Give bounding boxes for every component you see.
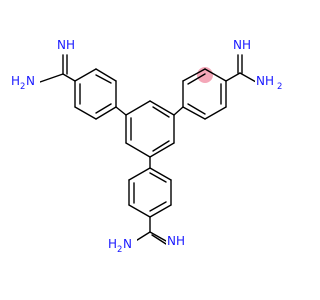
svg-text:N: N <box>26 74 35 88</box>
label-amine-upper-right: NH 2 <box>255 73 285 92</box>
chemical-structure-diagram: NH H 2 N NH NH 2 NH H 2 N <box>10 38 285 255</box>
svg-text:2: 2 <box>277 82 282 92</box>
ring-lower <box>128 167 172 218</box>
svg-text:H: H <box>108 237 117 251</box>
amidine-lower <box>133 216 167 245</box>
svg-text:NH: NH <box>57 38 75 52</box>
label-imine-lower: NH <box>166 234 188 248</box>
ring-upper-left <box>74 68 117 120</box>
amidine-upper-right <box>225 54 257 83</box>
svg-text:NH: NH <box>167 234 185 248</box>
ring-upper-right <box>182 68 227 120</box>
svg-text:N: N <box>123 237 132 251</box>
central-ring <box>125 100 175 158</box>
link-bond-upper-left <box>115 106 127 116</box>
svg-text:2: 2 <box>20 82 25 92</box>
amidine-upper-left <box>39 54 76 83</box>
svg-text:H: H <box>11 74 20 88</box>
svg-text:NH: NH <box>233 38 251 52</box>
link-bond-upper-right <box>173 106 184 116</box>
label-amine-lower: H 2 N <box>107 236 137 255</box>
svg-text:2: 2 <box>117 245 122 255</box>
label-imine-upper-left: NH <box>56 38 78 52</box>
svg-text:NH: NH <box>256 74 274 88</box>
label-imine-upper-right: NH <box>232 38 254 52</box>
label-amine-upper-left: H 2 N <box>10 73 40 92</box>
